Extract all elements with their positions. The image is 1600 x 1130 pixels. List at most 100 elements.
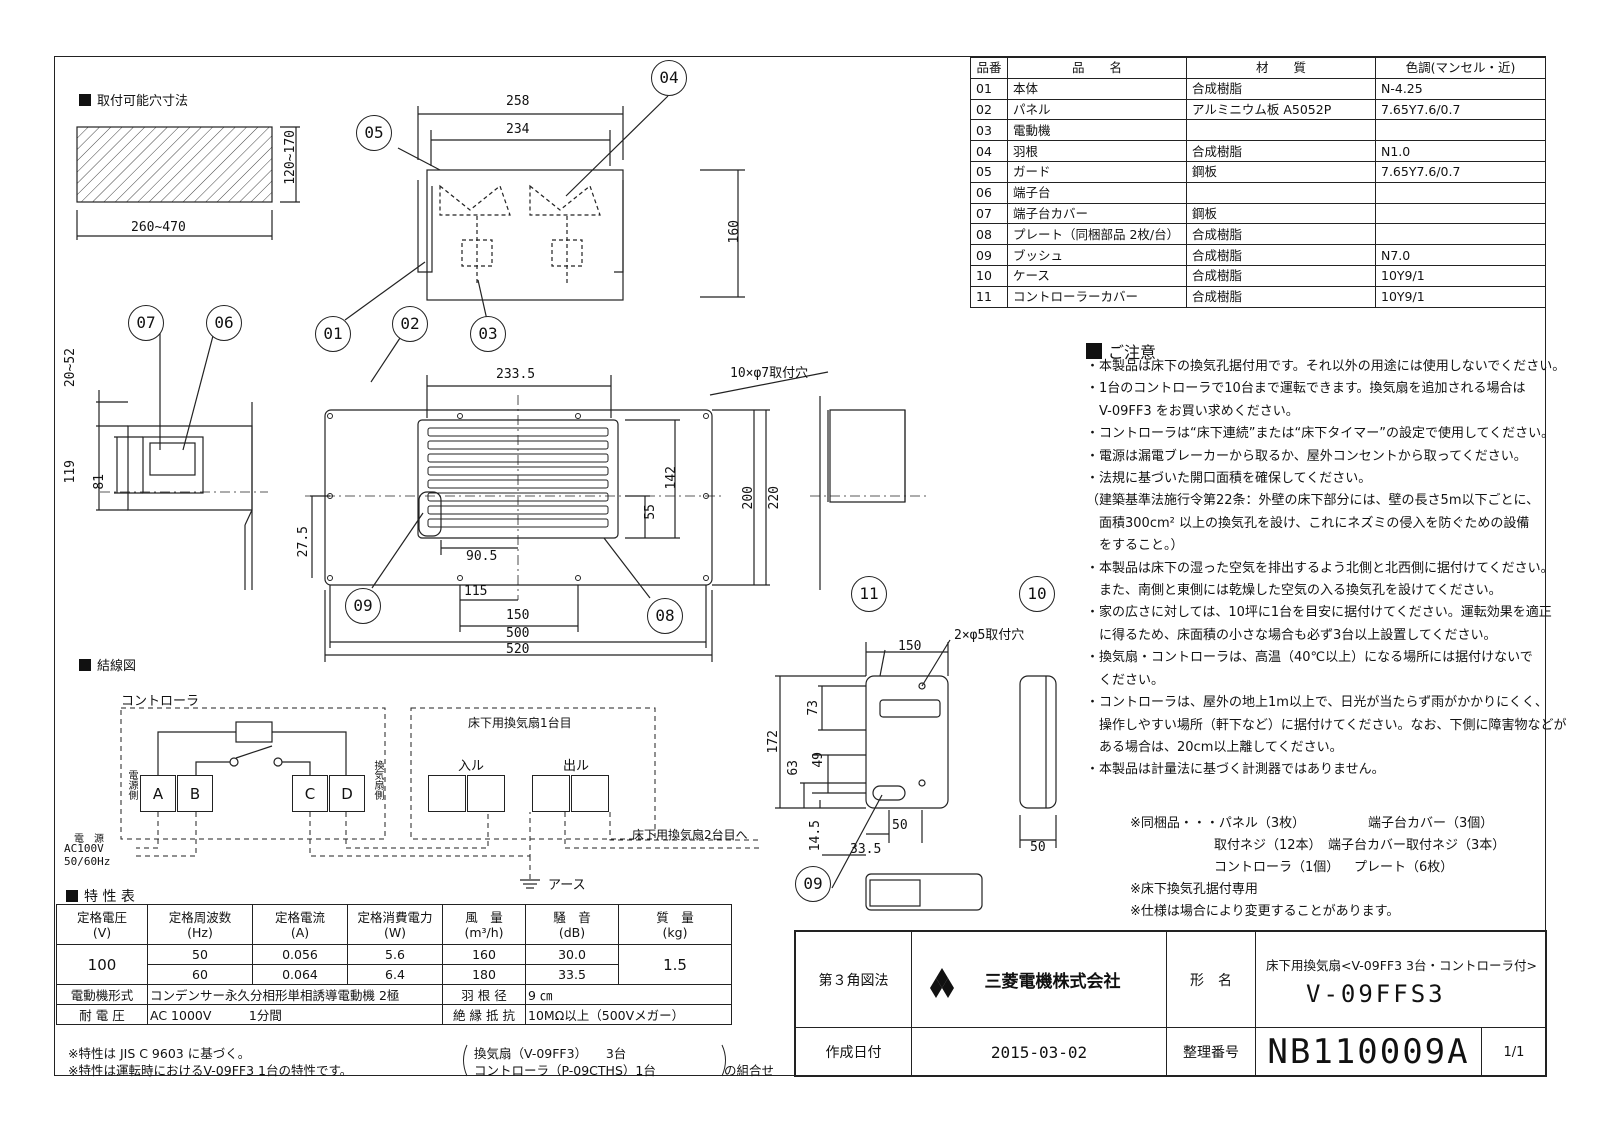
dim-ctrl-172: 172: [766, 730, 781, 754]
spec-power: 6.4: [347, 964, 443, 985]
terminal-d: D: [329, 775, 365, 812]
part-bubble-02: 02: [392, 306, 428, 342]
number-label: 整理番号: [1166, 1027, 1256, 1077]
spec-header-mass: 質 量 (kg): [618, 904, 732, 945]
part-bubble-01: 01: [315, 316, 351, 352]
dim-ctrl-14-5: 14.5: [808, 820, 823, 852]
wiring-power-side: 電源側: [126, 770, 137, 800]
part-bubble-09: 09: [345, 588, 381, 624]
part-no: 08: [970, 223, 1008, 246]
wiring-controller-label: コントローラ: [121, 694, 200, 709]
dim-260-470: 260~470: [131, 220, 186, 235]
spec-blade-label: 羽 根 径: [442, 984, 526, 1005]
part-bubble-04: 04: [651, 60, 687, 96]
spec-insulation-label: 絶 縁 抵 抗: [442, 1004, 526, 1025]
spec-airflow: 180: [442, 964, 526, 985]
note-line: ある場合は、20cm以上離してください。: [1086, 739, 1343, 755]
dim-234: 234: [506, 122, 530, 137]
note-line: ・コントローラは“床下連続”または“床下タイマー”の設定で使用してください。: [1086, 426, 1555, 442]
part-bubble-08: 08: [647, 598, 683, 634]
spec-mass: 1.5: [618, 944, 732, 985]
model-cell: 床下用換気扇<V-09FF3 3台・コントローラ付> V-09FFS3: [1255, 931, 1547, 1028]
company-name: 三菱電機株式会社: [911, 931, 1167, 1028]
fan-out-terminal-2: [571, 775, 609, 812]
wiring-power-voltage: AC100V: [64, 842, 104, 855]
dim-27-5: 27.5: [296, 526, 311, 558]
part-material: 鋼板: [1186, 202, 1376, 225]
dim-ctrl-73: 73: [806, 700, 821, 716]
wiring-out-label: 出ル: [563, 759, 590, 774]
terminal-c: C: [292, 775, 328, 812]
note-line: ・コントローラは、屋外の地上1m以上で、日光が当たらず雨がかかりにくく、: [1086, 695, 1548, 711]
wiring-in-label: 入ル: [458, 759, 485, 774]
spec-voltage: 100: [56, 944, 148, 985]
spec-note-1: ※特性は JIS C 9603 に基づく。: [68, 1046, 251, 1061]
creation-date: 2015-03-02: [911, 1027, 1167, 1077]
spec-withstand: AC 1000V 1分間: [147, 1004, 443, 1025]
page-number: 1/1: [1481, 1027, 1547, 1077]
dim-120-170: 120~170: [283, 130, 298, 185]
spec-motor: コンデンサー永久分相形単相誘導電動機 2極: [147, 984, 443, 1005]
model-number: V-09FFS3: [1306, 979, 1446, 1008]
note-line: ・1台のコントローラで10台まで運転できます。換気扇を追加される場合は: [1086, 381, 1526, 397]
dim-ctrl-50: 50: [892, 818, 908, 833]
fan-in-terminal-1: [428, 775, 466, 812]
part-material: アルミニウム板 A5052P: [1186, 98, 1376, 121]
parts-header-row: 品番 品 名 材 質 色調(マンセル・近): [970, 57, 1546, 79]
dim-20-52: 20~52: [63, 348, 78, 388]
section-mounting-hole: 取付可能穴寸法: [79, 90, 188, 109]
title-block-row-1: 第３角図法 三菱電機株式会社 形 名 床下用換気扇<V-09FF3 3台・コント…: [795, 931, 1547, 1028]
dim-55: 55: [643, 504, 658, 520]
fan-in-terminal-2: [467, 775, 505, 812]
spec-noise: 30.0: [525, 944, 619, 965]
spec-blade: 9 ㎝: [525, 984, 732, 1005]
spec-insulation: 10MΩ以上（500Vメガー）: [525, 1004, 732, 1025]
note-line: ください。: [1086, 672, 1165, 688]
dim-ctrl-33-5: 33.5: [850, 842, 882, 857]
spec-motor-label: 電動機形式: [56, 984, 148, 1005]
dim-ctrl-holes: 2×φ5取付穴: [954, 628, 1025, 643]
spec-note-2: ※特性は運転時におけるV-09FF3 1台の特性です。: [68, 1063, 353, 1078]
wiring-earth: アース: [548, 878, 586, 893]
part-no: 03: [970, 119, 1008, 142]
terminal-b: B: [177, 775, 213, 812]
part-bubble-10: 10: [1019, 576, 1055, 612]
spec-noise: 33.5: [525, 964, 619, 985]
spec-table: 定格電圧 (V) 定格周波数 (Hz) 定格電流 (A) 定格消費電力 (W) …: [56, 904, 732, 1025]
part-material: 合成樹脂: [1186, 223, 1376, 246]
dim-mount-holes: 10×φ7取付穴: [730, 366, 809, 381]
part-bubble-07: 07: [128, 305, 164, 341]
part-bubble-03: 03: [470, 316, 506, 352]
dim-200: 200: [741, 486, 756, 510]
bundled-line-1a: ※同梱品・・・パネル（3枚）: [1130, 816, 1306, 831]
part-material: 合成樹脂: [1186, 77, 1376, 100]
wiring-fan-side: 換気扇側: [372, 760, 383, 800]
part-bubble-06: 06: [206, 305, 242, 341]
part-color: 7.65Y7.6/0.7: [1375, 98, 1546, 121]
note-line: ・換気扇・コントローラは、高温（40℃以上）になる場所には据付けないで: [1086, 650, 1533, 666]
model-label: 形 名: [1166, 931, 1256, 1028]
part-color: N7.0: [1375, 244, 1546, 266]
part-no: 07: [970, 202, 1008, 225]
dim-160: 160: [727, 220, 742, 244]
part-no: 01: [970, 77, 1008, 100]
dim-220: 220: [767, 486, 782, 510]
part-name: 端子台カバー: [1007, 202, 1187, 225]
wiring-power-frequency: 50/60Hz: [64, 855, 111, 868]
dim-520: 520: [506, 642, 530, 657]
part-color: N1.0: [1375, 140, 1546, 162]
part-bubble-05: 05: [356, 115, 392, 151]
spec-combo-tail: の組合せ: [724, 1063, 775, 1078]
part-material: [1186, 181, 1376, 204]
dim-500: 500: [506, 626, 530, 641]
section-spec: 特 性 表: [66, 886, 135, 906]
part-name: プレート（同梱部品 2枚/台）: [1007, 223, 1187, 246]
spec-header-voltage: 定格電圧 (V): [56, 904, 148, 945]
part-no: 02: [970, 98, 1008, 121]
